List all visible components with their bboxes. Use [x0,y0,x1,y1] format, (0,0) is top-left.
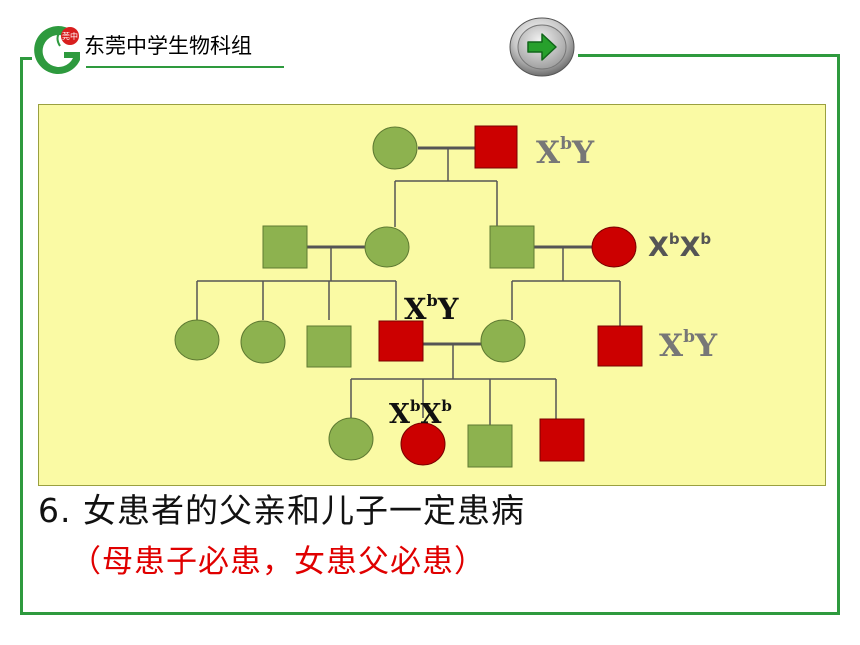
female-unaffected [372,126,418,170]
frame-bottom [20,612,840,615]
female-unaffected [174,319,220,361]
pedigree-chart: XbY XbXb XbY XbY XbXb [174,125,718,468]
genotype-label-iii6: XbY [659,327,718,364]
female-affected [591,226,637,268]
frame-top-left [20,57,32,60]
frame-left [20,57,23,615]
frame-right [837,54,840,615]
female-unaffected [240,320,286,364]
male-unaffected [489,225,535,269]
pedigree-panel: XbY XbXb XbY XbY XbXb [38,104,826,486]
genotype-label-iv2: XbXb [389,397,452,430]
arrow-right-icon [527,33,557,61]
next-slide-button[interactable] [508,16,576,78]
male-affected [539,418,585,462]
male-unaffected [262,225,308,269]
school-name: 东莞中学生物科组 [84,34,252,58]
conclusion-text: 6. 女患者的父亲和儿子一定患病 [38,491,525,530]
male-unaffected [467,424,513,468]
genotype-label-grandfather: XbY [536,134,595,171]
male-affected [597,325,643,367]
genotype-label-ii4: XbXb [648,230,711,263]
explanation-text: （母患子必患，女患父必患） [70,544,486,580]
male-affected [474,125,518,169]
frame-top-right [578,54,840,57]
female-unaffected [364,226,410,268]
logo-badge-text: 莞中 [62,31,78,41]
school-logo-icon: 莞中 [34,26,80,75]
female-unaffected [328,417,374,461]
pedigree-lines [196,146,621,425]
female-unaffected [480,319,526,363]
male-affected [378,320,424,362]
male-unaffected [306,325,352,368]
female-affected [400,422,446,466]
frame-title-underline [86,66,284,68]
genotype-label-iii4: XbY [404,291,459,326]
